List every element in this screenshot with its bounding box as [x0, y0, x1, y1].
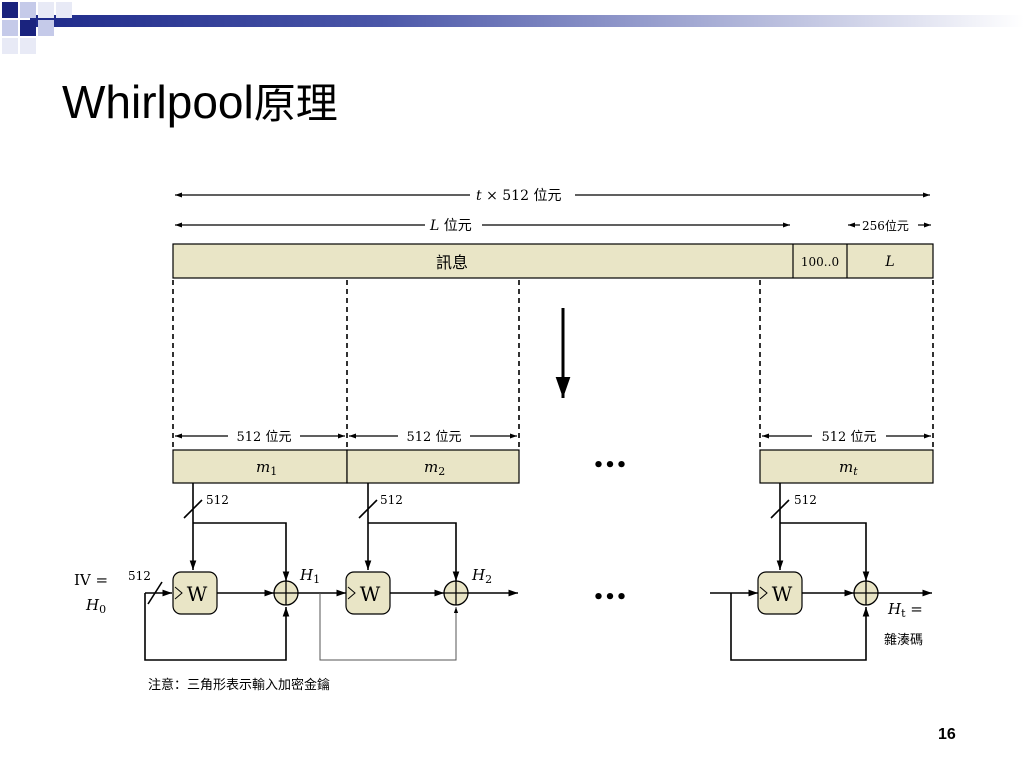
- block-2-size-label: 512 位元: [407, 430, 462, 445]
- block-1-width-label: 512: [206, 493, 229, 507]
- block-2-bypass: [368, 522, 460, 581]
- hash-2-label: H2: [471, 566, 492, 586]
- w-box-2: [345, 571, 391, 615]
- block-2: [346, 449, 520, 484]
- block-t-label: mt: [839, 458, 858, 478]
- header-square: [20, 2, 36, 18]
- block-2-label: m2: [424, 458, 445, 478]
- key-triangle-2: [347, 586, 356, 600]
- slide-title-latin: Whirlpool: [62, 76, 254, 128]
- header-square: [20, 20, 36, 36]
- length-field-size-label: 256位元: [862, 218, 909, 233]
- header-square: [2, 2, 18, 18]
- w-box-t: [757, 571, 803, 615]
- iv-h0-label: H0: [85, 596, 106, 616]
- header-square: [2, 38, 18, 54]
- ellipsis-chain: •••: [593, 587, 628, 608]
- header-square: [20, 38, 36, 54]
- block-t-width-slash: [770, 499, 790, 519]
- block-t: [759, 449, 934, 484]
- w-box-1: [172, 571, 218, 615]
- block-1-label: m1: [256, 458, 277, 478]
- ellipsis-blocks: •••: [593, 455, 628, 476]
- key-triangle-t: [759, 586, 768, 600]
- block-1-width-slash: [183, 499, 203, 519]
- slide-title-cjk: 原理: [253, 79, 338, 128]
- block-1-bypass: [193, 522, 290, 581]
- header-gradient-bar: [30, 15, 1024, 27]
- message-label: 訊息: [436, 253, 468, 272]
- hash-1-label: H1: [299, 566, 320, 586]
- w-box-t-label: W: [772, 582, 793, 606]
- iv-label: IV =: [74, 571, 108, 589]
- block-t-bypass: [780, 522, 870, 581]
- hash-t-label: Ht =: [887, 600, 923, 620]
- block-2-width-slash: [358, 499, 378, 519]
- iv-width-label: 512: [128, 569, 151, 583]
- w-box-2-label: W: [360, 582, 381, 606]
- length-field-label: L: [884, 254, 894, 270]
- header-decoration: [2, 2, 1024, 54]
- page-number: 16: [938, 726, 956, 743]
- iv-feedback: [144, 593, 290, 661]
- header-square: [38, 2, 54, 18]
- h1-feedback: [319, 593, 459, 661]
- header-square: [38, 20, 54, 36]
- hash-code-label: 雜湊碼: [884, 633, 923, 648]
- chain-t-feedback: [730, 593, 870, 661]
- slide-title: Whirlpool原理: [62, 70, 338, 131]
- block-t-size-label: 512 位元: [822, 430, 877, 445]
- key-triangle-1: [174, 586, 183, 600]
- block-t-width-label: 512: [794, 493, 817, 507]
- header-square: [56, 2, 72, 18]
- message-length-label: L 位元: [429, 218, 472, 234]
- w-box-1-label: W: [187, 582, 208, 606]
- iv-width-slash: [147, 581, 163, 605]
- block-1-size-label: 512 位元: [237, 430, 292, 445]
- total-length-label: t × 512 位元: [476, 188, 561, 204]
- message-bar: [172, 243, 934, 279]
- diagram-note: 注意：三角形表示輸入加密金鑰: [148, 677, 330, 693]
- block-2-width-label: 512: [380, 493, 403, 507]
- padding-label: 100..0: [801, 255, 839, 269]
- block-1: [172, 449, 348, 484]
- header-square: [2, 20, 18, 36]
